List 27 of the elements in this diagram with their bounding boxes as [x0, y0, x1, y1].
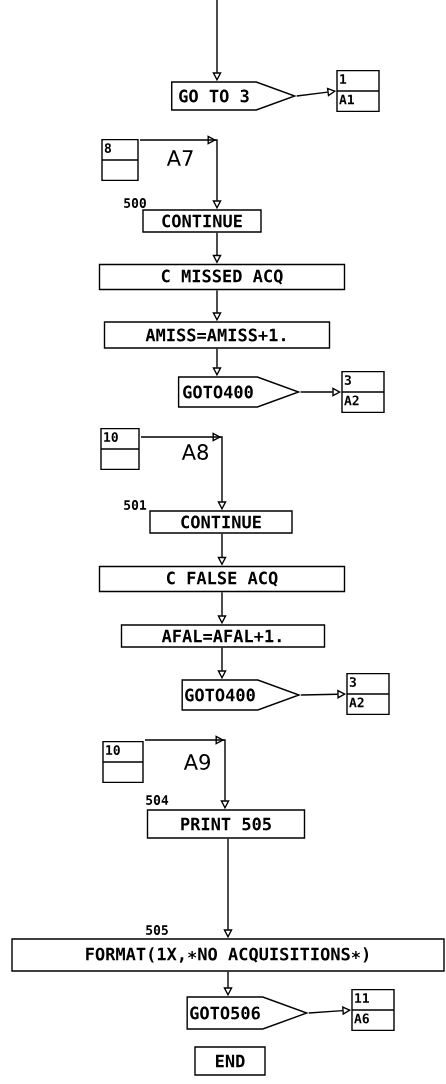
statement-number: 504	[146, 795, 169, 805]
statement-box: AMISS=AMISS+1.	[103, 321, 331, 349]
goto-box: GOTO400	[177, 376, 301, 408]
connector-box: 3 A2	[341, 370, 385, 414]
statement-box: PRINT 505	[146, 809, 306, 839]
goto-box: GO TO 3	[171, 81, 297, 111]
statement-box: C FALSE ACQ	[98, 565, 346, 593]
statement-box: C MISSED ACQ	[98, 263, 346, 291]
connector-box: 10	[100, 427, 140, 471]
entry-label: A7	[166, 150, 193, 166]
statement-number: 505	[146, 925, 168, 935]
statement-number: 500	[124, 198, 146, 208]
statement-number: 501	[124, 500, 147, 510]
connector-box: 8	[101, 138, 139, 182]
goto-box: GOTO506	[186, 996, 309, 1030]
statement-box: FORMAT(1X,∗NO ACQUISITIONS∗)	[11, 938, 445, 972]
statement-box: AFAL=AFAL+1.	[120, 624, 326, 648]
connector-box: 3 A2	[346, 672, 390, 716]
connector-box: 10	[102, 740, 144, 784]
statement-box: END	[194, 1046, 266, 1076]
statement-box: CONTINUE	[142, 209, 262, 233]
entry-label: A8	[181, 444, 208, 460]
entry-label: A9	[183, 754, 210, 770]
connector-box: 1 A1	[336, 69, 380, 113]
connector-box: 11 A6	[351, 988, 395, 1032]
goto-box: GOTO400	[181, 679, 302, 711]
statement-box: CONTINUE	[149, 510, 293, 534]
